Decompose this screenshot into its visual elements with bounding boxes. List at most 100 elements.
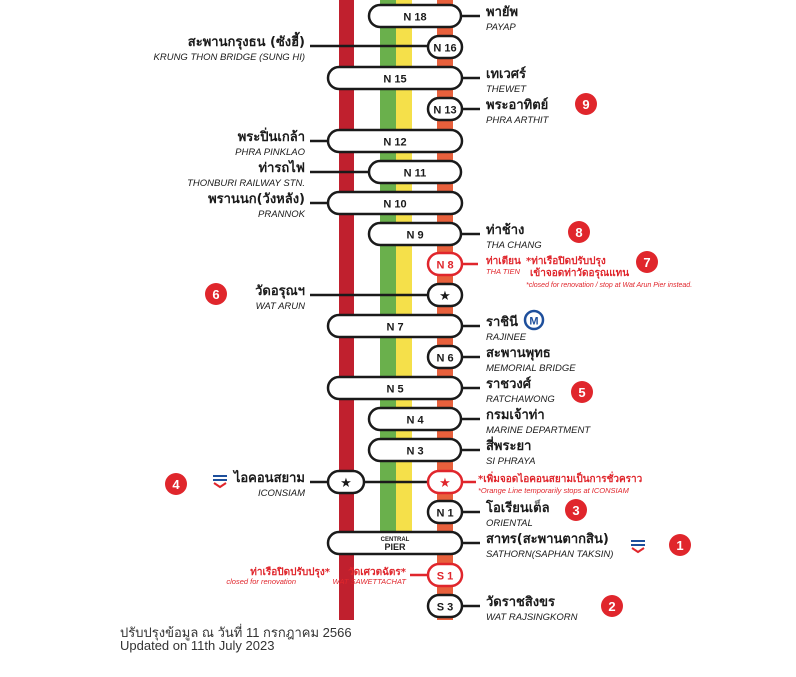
pier-name-th-n11: ท่ารถไฟ (259, 159, 305, 176)
pier-name-th-n3: สี่พระยา (486, 436, 531, 454)
metro-icon (523, 309, 545, 331)
pier-code-n9: N 9 (406, 230, 423, 242)
pier-name-en-n15: THEWET (486, 84, 527, 95)
star-icon-iconsiam: ★ (340, 476, 352, 491)
pier-name-th-n12: พระปิ่นเกล้า (238, 127, 305, 145)
pier-pill-n11[interactable] (367, 159, 463, 185)
pier-code-n11: N 11 (404, 168, 427, 180)
pier-pill-n13[interactable] (426, 96, 464, 122)
iconsiam-note-th: *เพิ่มจอดไอคอนสยามเป็นการชั่วคราว (478, 471, 643, 485)
pier-pill-n5[interactable] (326, 375, 464, 401)
pier-name-en-s1: WAT SAWETTACHAT (333, 577, 408, 586)
pier-name-en-n18: PAYAP (486, 22, 516, 33)
pier-name-th-n5: ราชวงศ์ (486, 376, 532, 392)
pier-name-en-n13: PHRA ARTHIT (486, 115, 550, 126)
pier-name-en-n3: SI PHRAYA (486, 456, 535, 467)
pier-pill-n15[interactable] (326, 65, 464, 91)
marker-5-label: 5 (578, 385, 585, 400)
orange-line (437, 0, 453, 620)
marker-9-label: 9 (582, 97, 589, 112)
pier-name-en-central: SATHORN(SAPHAN TAKSIN) (486, 549, 613, 560)
pier-code-n18: N 18 (403, 12, 426, 24)
marker-6 (205, 283, 227, 305)
pier-name-en-n1: ORIENTAL (486, 518, 533, 529)
footer-updated-th: ปรับปรุงข้อมูล ณ วันที่ 11 กรกฎาคม 2566 (120, 625, 352, 640)
pier-name-th-wat-arun: วัดอรุณฯ (255, 284, 305, 299)
pier-pill-n6[interactable] (426, 344, 464, 370)
pier-name-th-central: สาทร(สะพานตากสิน) (486, 532, 609, 547)
pier-pill-n12[interactable] (326, 128, 464, 154)
pier-name-th-n13: พระอาทิตย์ (486, 97, 548, 113)
pier-pill-wat-arun[interactable] (426, 282, 464, 308)
pier-pill-n4[interactable] (367, 406, 463, 432)
pier-pill-s3[interactable] (426, 593, 464, 619)
pier-code-s1: S 1 (437, 571, 454, 583)
marker-2 (601, 595, 623, 617)
pier-name-th-n6: สะพานพุทธ (486, 346, 551, 361)
marker-7 (636, 251, 658, 273)
iconsiam-note-en: *Orange Line temporarily stops at ICONSI… (478, 486, 630, 495)
pier-code-central-1: CENTRAL (381, 537, 410, 543)
red-line (339, 0, 354, 620)
ferry-logo-icon-central (631, 540, 645, 554)
pier-name-en-n16: KRUNG THON BRIDGE (SUNG HI) (154, 52, 305, 63)
pier-name-th-n1: โอเรียนเต็ล (485, 498, 550, 516)
pier-name-th-iconsiam: ไอคอนสยาม (232, 469, 305, 486)
pier-code-n12: N 12 (383, 137, 406, 149)
pier-code-n3: N 3 (406, 446, 423, 458)
footer-updated-en: Updated on 11th July 2023 (120, 638, 275, 653)
pier-name-en-n6: MEMORIAL BRIDGE (486, 363, 576, 374)
pier-code-n5: N 5 (386, 384, 403, 396)
pier-pill-n10[interactable] (326, 190, 464, 216)
pier-name-en-n8: THA TIEN (486, 267, 520, 276)
pier-pill-n18[interactable] (367, 3, 463, 29)
pier-name-en-wat-arun: WAT ARUN (256, 301, 306, 312)
marker-3-label: 3 (572, 503, 579, 518)
pier-name-th-n7: ราชินี (486, 314, 518, 330)
pier-name-th-s1: วัดเศวตฉัตร* (348, 566, 407, 578)
marker-1 (669, 534, 691, 556)
marker-3 (565, 499, 587, 521)
pier-pill-n1[interactable] (426, 499, 464, 525)
marker-9 (575, 93, 597, 115)
pier-name-th-n4: กรมเจ้าท่า (486, 407, 545, 423)
pier-name-th-n10: พรานนก(วังหลัง) (208, 192, 305, 207)
pier-name-th-s3: วัดราชสิงขร (486, 595, 555, 610)
marker-1-label: 1 (676, 538, 683, 553)
pier-name-en-n12: PHRA PINKLAO (235, 147, 305, 158)
pier-code-n16: N 16 (433, 43, 456, 55)
marker-7-label: 7 (643, 255, 650, 270)
s1-note-en: closed for renovation (226, 577, 296, 586)
pier-code-central-2: PIER (384, 542, 406, 552)
marker-6-label: 6 (212, 287, 219, 302)
pier-code-n6: N 6 (436, 353, 453, 365)
marker-8 (568, 221, 590, 243)
pier-name-en-n9: THA CHANG (486, 240, 542, 251)
pier-pill-n9[interactable] (367, 221, 463, 247)
pier-code-n15: N 15 (383, 74, 406, 86)
ferry-logo-icon (212, 472, 228, 489)
pier-pill-n7[interactable] (326, 313, 464, 339)
pier-code-n8: N 8 (436, 260, 453, 272)
pier-pill-iconsiam-left[interactable] (326, 469, 366, 495)
n8-note-th-1: *ท่าเรือปิดปรับปรุง (526, 255, 606, 267)
pier-name-en-iconsiam: ICONSIAM (258, 488, 305, 499)
pier-code-n1: N 1 (436, 508, 453, 520)
pier-name-en-n11: THONBURI RAILWAY STN. (187, 178, 305, 189)
marker-5 (571, 381, 593, 403)
pier-code-s3: S 3 (437, 602, 454, 614)
pier-pill-n3[interactable] (367, 437, 463, 463)
pier-name-en-n10: PRANNOK (258, 209, 306, 220)
pier-pill-s1[interactable] (426, 562, 464, 588)
pier-name-th-n9: ท่าช้าง (486, 222, 524, 238)
pier-pill-n16[interactable] (426, 34, 464, 60)
pier-name-en-n5: RATCHAWONG (486, 394, 555, 405)
pier-pill-central[interactable] (326, 530, 464, 556)
pier-name-th-n18: พายัพ (486, 5, 518, 20)
pier-code-n7: N 7 (386, 322, 403, 334)
pier-pill-iconsiam-orange[interactable] (426, 469, 464, 495)
star-icon-iconsiam-orange: ★ (439, 476, 451, 491)
n8-note-en: *closed for renovation / stop at Wat Aru… (526, 282, 692, 289)
pier-pill-n8[interactable] (426, 251, 464, 277)
